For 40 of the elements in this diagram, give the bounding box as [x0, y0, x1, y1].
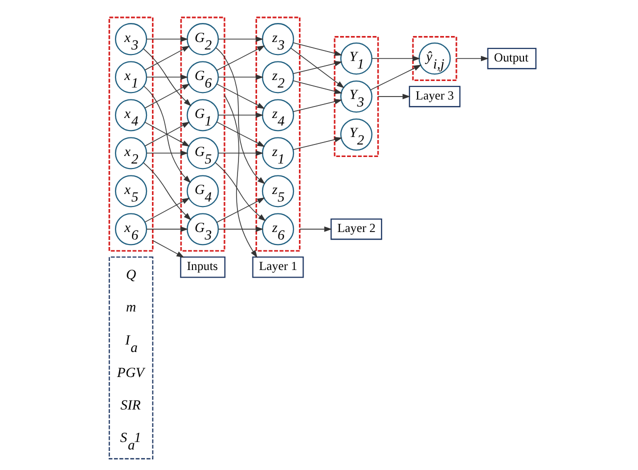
- arrow: [144, 46, 190, 70]
- node-box: Layer 1: [252, 256, 304, 278]
- arrow: [218, 112, 263, 118]
- arrow: [298, 226, 332, 232]
- arrow: [142, 162, 191, 220]
- arrow: [456, 56, 488, 62]
- arrow: [146, 74, 188, 80]
- arrow: [216, 45, 264, 71]
- arrow: [370, 64, 421, 90]
- arrow: [290, 48, 344, 88]
- arrow: [216, 84, 264, 109]
- arrow: [142, 48, 191, 106]
- arrow: [146, 36, 188, 42]
- arrow: [215, 47, 265, 184]
- arrow: [214, 162, 266, 222]
- node-box: Layer 2: [330, 218, 382, 240]
- node-box: Inputs: [180, 256, 225, 278]
- arrow: [218, 226, 263, 232]
- arrow: [224, 94, 257, 258]
- arrow: [146, 150, 188, 156]
- arrow: [144, 84, 190, 108]
- arrow: [216, 122, 264, 147]
- arrow: [371, 56, 420, 62]
- arrow: [218, 74, 263, 80]
- arrow: [292, 98, 342, 112]
- node-box: Layer 3: [408, 86, 460, 108]
- arrow: [143, 86, 190, 184]
- arrow: [216, 198, 264, 223]
- arrow: [146, 226, 188, 232]
- arrow: [144, 198, 190, 222]
- arrow: [292, 60, 342, 74]
- cluster: [108, 16, 154, 252]
- node-box: Output: [486, 48, 536, 70]
- arrow: [218, 150, 263, 156]
- arrow: [218, 36, 263, 42]
- arrow: [292, 136, 342, 150]
- arrow: [152, 240, 184, 258]
- arrow: [292, 42, 342, 56]
- arrow: [377, 94, 410, 100]
- arrow: [292, 80, 342, 94]
